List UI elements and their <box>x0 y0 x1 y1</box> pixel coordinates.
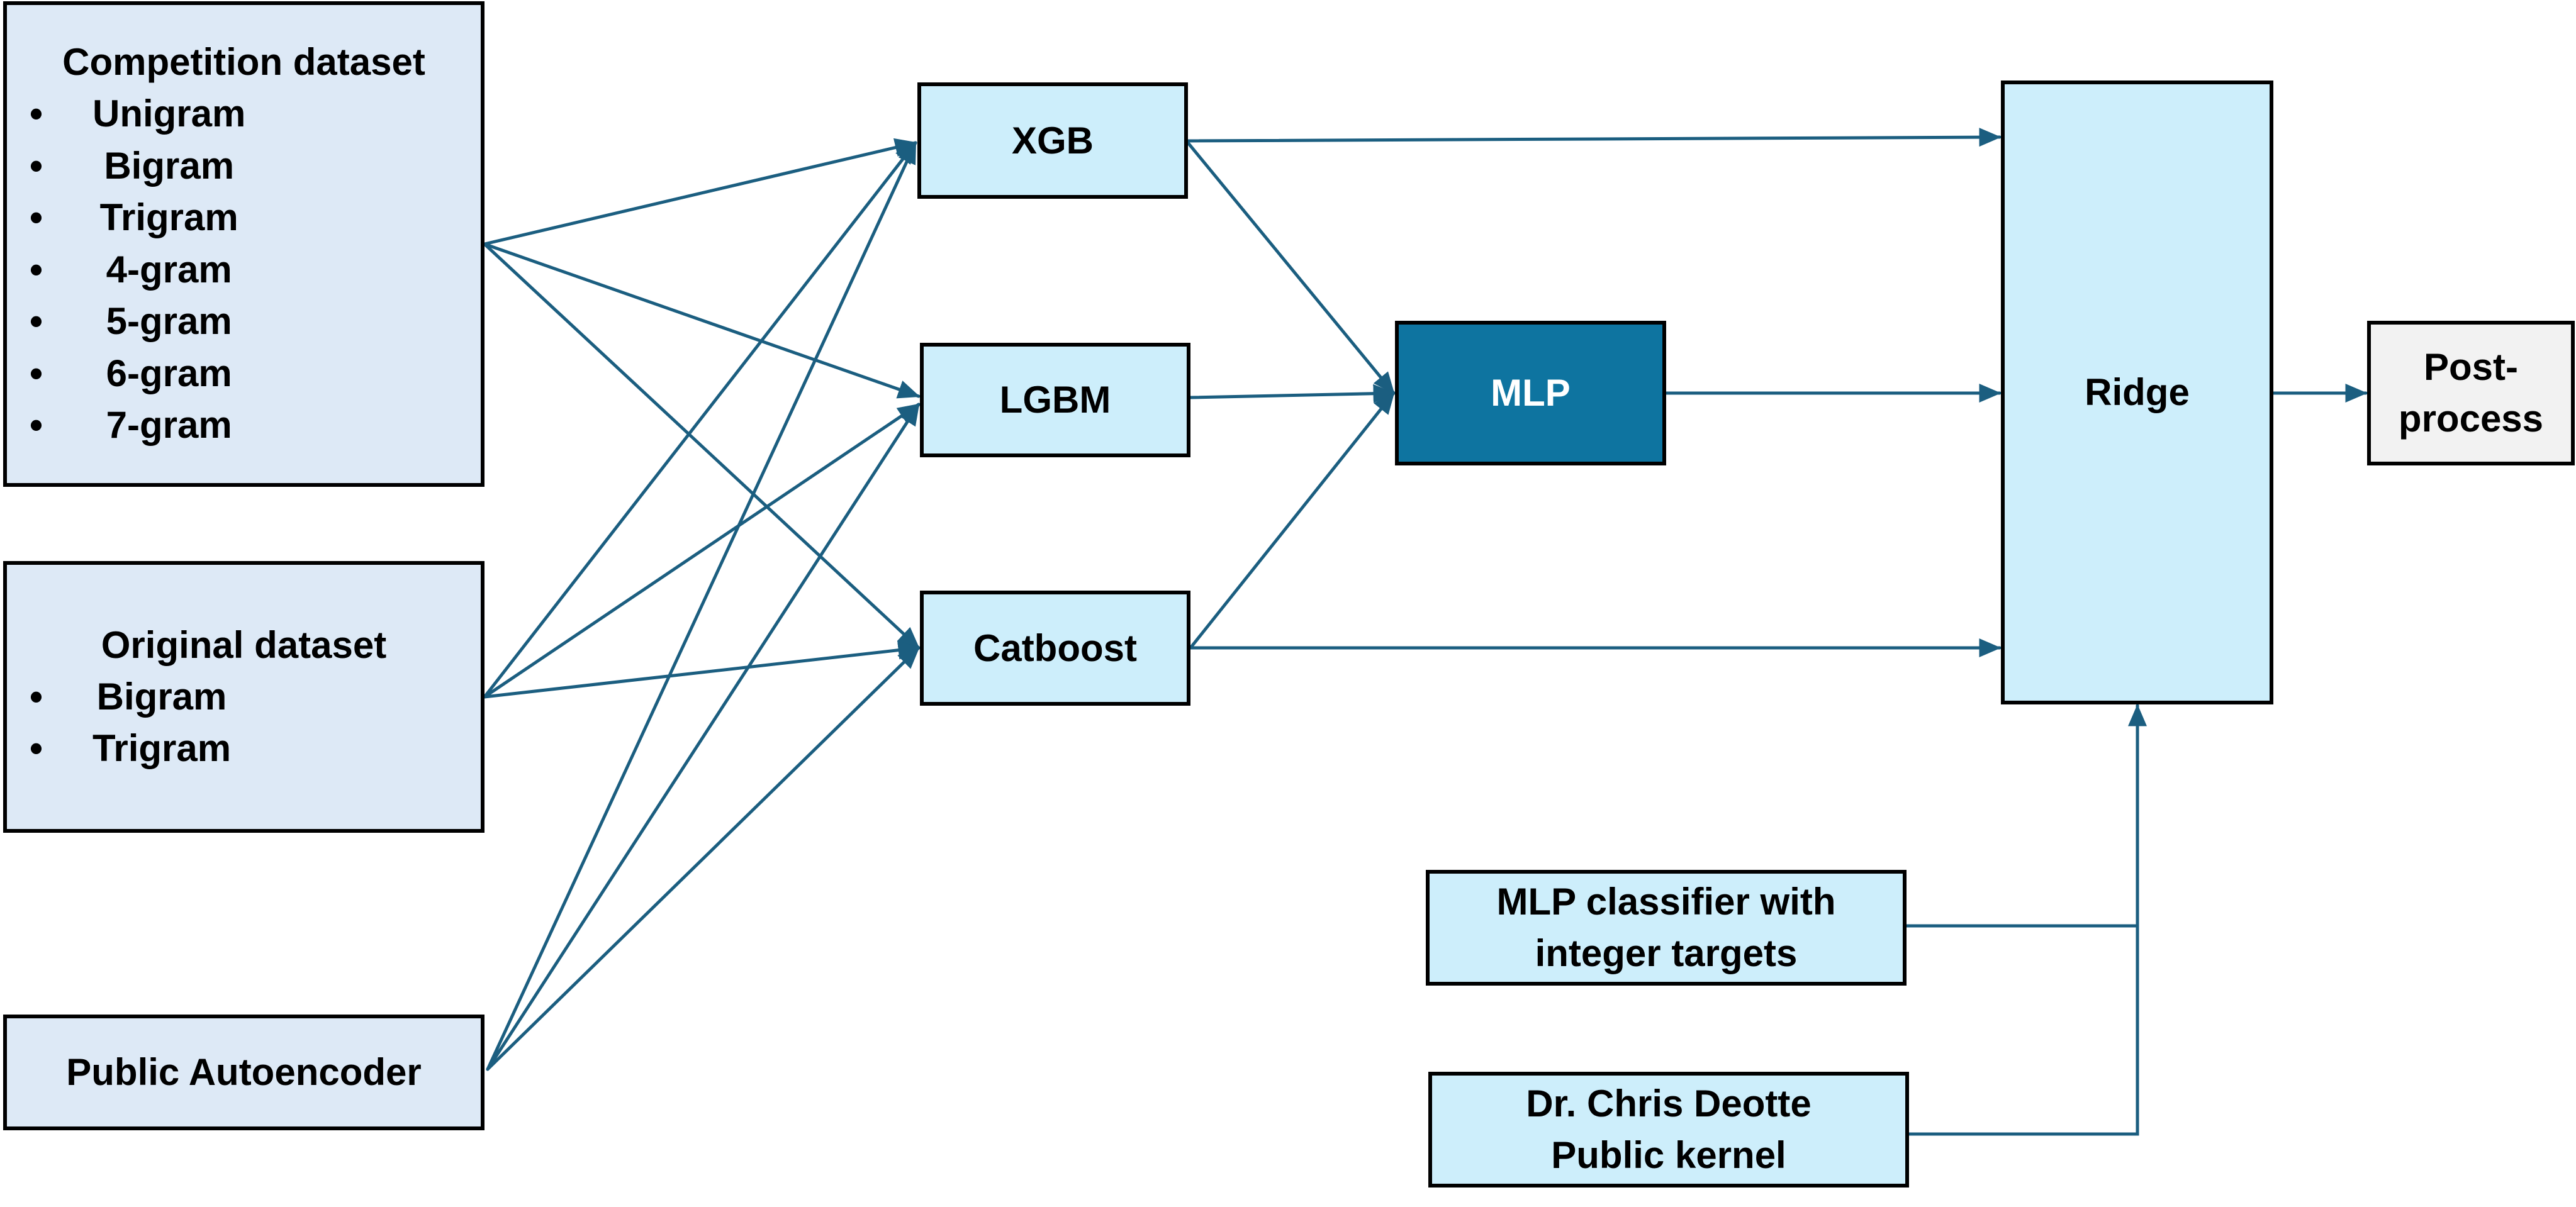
edge-original-to-xgb <box>483 141 917 699</box>
edge-competition-to-xgb <box>483 138 917 246</box>
edge-lgbm-to-mlp <box>1189 384 1396 403</box>
ridge-label: Ridge <box>2085 371 2190 413</box>
edge-mlp-classifier-to-ridge <box>1905 704 2139 928</box>
edge-original-to-lgbm <box>483 403 921 699</box>
mlp-classifier-label-line-2: integer targets <box>1535 932 1798 974</box>
edge-competition-to-catboost <box>483 242 921 650</box>
list-item: Trigram <box>7 723 231 775</box>
list-item: Bigram <box>7 671 231 723</box>
list-item: Bigram <box>7 140 245 192</box>
lgbm-box: LGBM <box>920 343 1190 457</box>
list-item: Trigram <box>7 192 245 244</box>
list-item: 5-gram <box>7 296 245 348</box>
public-autoencoder-box: Public Autoencoder <box>3 1015 484 1130</box>
xgb-box: XGB <box>917 82 1188 199</box>
postprocess-label-line-1: Post- <box>2424 346 2518 388</box>
catboost-label: Catboost <box>973 626 1137 669</box>
edge-catboost-to-mlp <box>1189 391 1396 650</box>
competition-dataset-title: Competition dataset <box>62 41 425 84</box>
list-item: 7-gram <box>7 399 245 452</box>
ridge-box: Ridge <box>2001 81 2273 704</box>
competition-dataset-list: Unigram Bigram Trigram 4-gram 5-gram 6-g… <box>7 88 245 452</box>
mlp-box: MLP <box>1395 321 1666 465</box>
deotte-kernel-label-line-2: Public kernel <box>1551 1134 1786 1176</box>
edge-xgb-to-ridge <box>1186 128 2002 147</box>
original-dataset-list: Bigram Trigram <box>7 671 231 775</box>
edge-competition-to-lgbm <box>483 242 921 399</box>
mlp-classifier-label-line-1: MLP classifier with <box>1496 881 1836 923</box>
edge-xgb-to-mlp <box>1186 141 1396 395</box>
edge-autoencoder-to-xgb <box>486 141 917 1071</box>
original-dataset-box: Original dataset Bigram Trigram <box>3 561 484 833</box>
mlp-classifier-box: MLP classifier with integer targets <box>1426 870 1907 986</box>
public-autoencoder-label: Public Autoencoder <box>66 1051 422 1093</box>
list-item: 6-gram <box>7 348 245 400</box>
mlp-label: MLP <box>1491 372 1571 414</box>
catboost-box: Catboost <box>920 591 1190 706</box>
postprocess-label-line-2: process <box>2398 398 2544 440</box>
edge-original-to-catboost <box>483 640 921 699</box>
competition-dataset-box: Competition dataset Unigram Bigram Trigr… <box>3 1 484 487</box>
original-dataset-title: Original dataset <box>101 623 387 666</box>
edge-autoencoder-to-catboost <box>486 646 921 1071</box>
postprocess-box: Post- process <box>2367 321 2575 465</box>
list-item: 4-gram <box>7 244 245 296</box>
edge-deotte-to-ridge <box>1907 704 2147 1136</box>
lgbm-label: LGBM <box>999 379 1111 421</box>
deotte-kernel-label-line-1: Dr. Chris Deotte <box>1526 1082 1812 1125</box>
xgb-label: XGB <box>1011 119 1094 162</box>
list-item: Unigram <box>7 88 245 140</box>
deotte-kernel-box: Dr. Chris Deotte Public kernel <box>1428 1072 1909 1188</box>
edge-autoencoder-to-lgbm <box>486 403 921 1071</box>
